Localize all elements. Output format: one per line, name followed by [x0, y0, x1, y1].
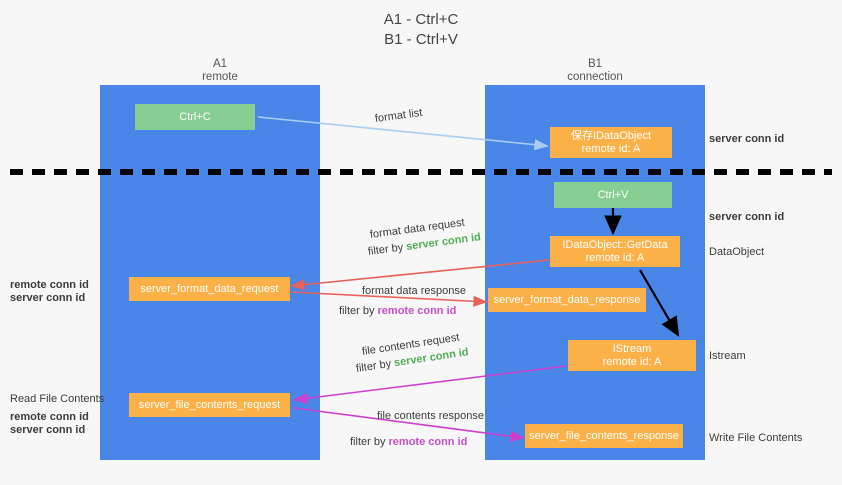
- lane-header-a1: A1 remote: [120, 58, 320, 84]
- box-server-format-data-response-label: server_format_data_response: [493, 293, 641, 306]
- remote-conn-id-text-1: remote conn id: [377, 305, 457, 317]
- title-line-1: A1 - Ctrl+C: [383, 11, 459, 28]
- box-istream-line1: IStream: [612, 342, 652, 355]
- box-idataobject-getdata[interactable]: IDataObject::GetData remote id: A: [550, 236, 680, 267]
- side-label-write-file-contents: Write File Contents: [709, 432, 803, 444]
- side-label-remote-conn-id-1: remote conn id: [10, 279, 89, 291]
- box-getdata-line2: remote id: A: [585, 251, 645, 264]
- lane-b1-sub: connection: [567, 71, 623, 83]
- edge-filter-format-data-response: filter by remote conn id: [339, 305, 456, 317]
- lane-a1-name: A1: [212, 58, 228, 70]
- box-ctrl-v-label: Ctrl+V: [597, 188, 629, 201]
- filter-by-text-1: filter by: [367, 241, 407, 258]
- box-ctrl-v[interactable]: Ctrl+V: [554, 182, 672, 208]
- filter-by-text-2: filter by: [339, 305, 378, 317]
- side-label-server-conn-id-2: server conn id: [10, 424, 86, 436]
- side-label-remote-conn-id-2: remote conn id: [10, 411, 89, 423]
- box-save-idataobject-line2: remote id: A: [581, 142, 641, 155]
- filter-by-text-4: filter by: [350, 436, 389, 448]
- side-label-server-conn-id-top: server conn id: [709, 133, 785, 145]
- side-label-server-conn-id-mid: server conn id: [709, 211, 785, 223]
- filter-by-text-3: filter by: [355, 357, 395, 375]
- box-server-file-contents-request-label: server_file_contents_request: [138, 398, 281, 411]
- side-label-dataobject: DataObject: [709, 246, 765, 258]
- box-server-file-contents-response[interactable]: server_file_contents_response: [525, 424, 683, 448]
- box-ctrl-c[interactable]: Ctrl+C: [135, 104, 255, 130]
- page-title: A1 - Ctrl+C B1 - Ctrl+V: [0, 10, 842, 50]
- lane-b1-name: B1: [587, 58, 603, 70]
- box-server-format-data-response[interactable]: server_format_data_response: [488, 288, 646, 312]
- box-save-idataobject[interactable]: 保存IDataObject remote id: A: [550, 127, 672, 158]
- box-server-format-data-request-label: server_format_data_request: [140, 282, 279, 295]
- edge-filter-file-contents-response: filter by remote conn id: [350, 436, 467, 448]
- box-istream-line2: remote id: A: [602, 355, 662, 368]
- edge-label-format-data-response: format data response: [362, 285, 466, 297]
- remote-conn-id-text-2: remote conn id: [388, 436, 468, 448]
- title-line-2: B1 - Ctrl+V: [384, 31, 458, 48]
- edge-label-format-list: format list: [374, 106, 424, 125]
- lane-header-b1: B1 connection: [495, 58, 695, 84]
- side-label-server-conn-id-1: server conn id: [10, 292, 86, 304]
- box-server-file-contents-request[interactable]: server_file_contents_request: [129, 393, 290, 417]
- side-label-istream: Istream: [709, 350, 746, 362]
- lane-a1-sub: remote: [202, 71, 238, 83]
- box-ctrl-c-label: Ctrl+C: [179, 110, 211, 123]
- box-save-idataobject-line1: 保存IDataObject: [570, 129, 652, 142]
- box-getdata-line1: IDataObject::GetData: [562, 238, 668, 251]
- box-istream[interactable]: IStream remote id: A: [568, 340, 696, 371]
- side-label-read-file-contents: Read File Contents: [10, 393, 105, 405]
- edge-label-file-contents-response: file contents response: [377, 410, 485, 422]
- box-server-file-contents-response-label: server_file_contents_response: [529, 429, 679, 442]
- box-server-format-data-request[interactable]: server_format_data_request: [129, 277, 290, 301]
